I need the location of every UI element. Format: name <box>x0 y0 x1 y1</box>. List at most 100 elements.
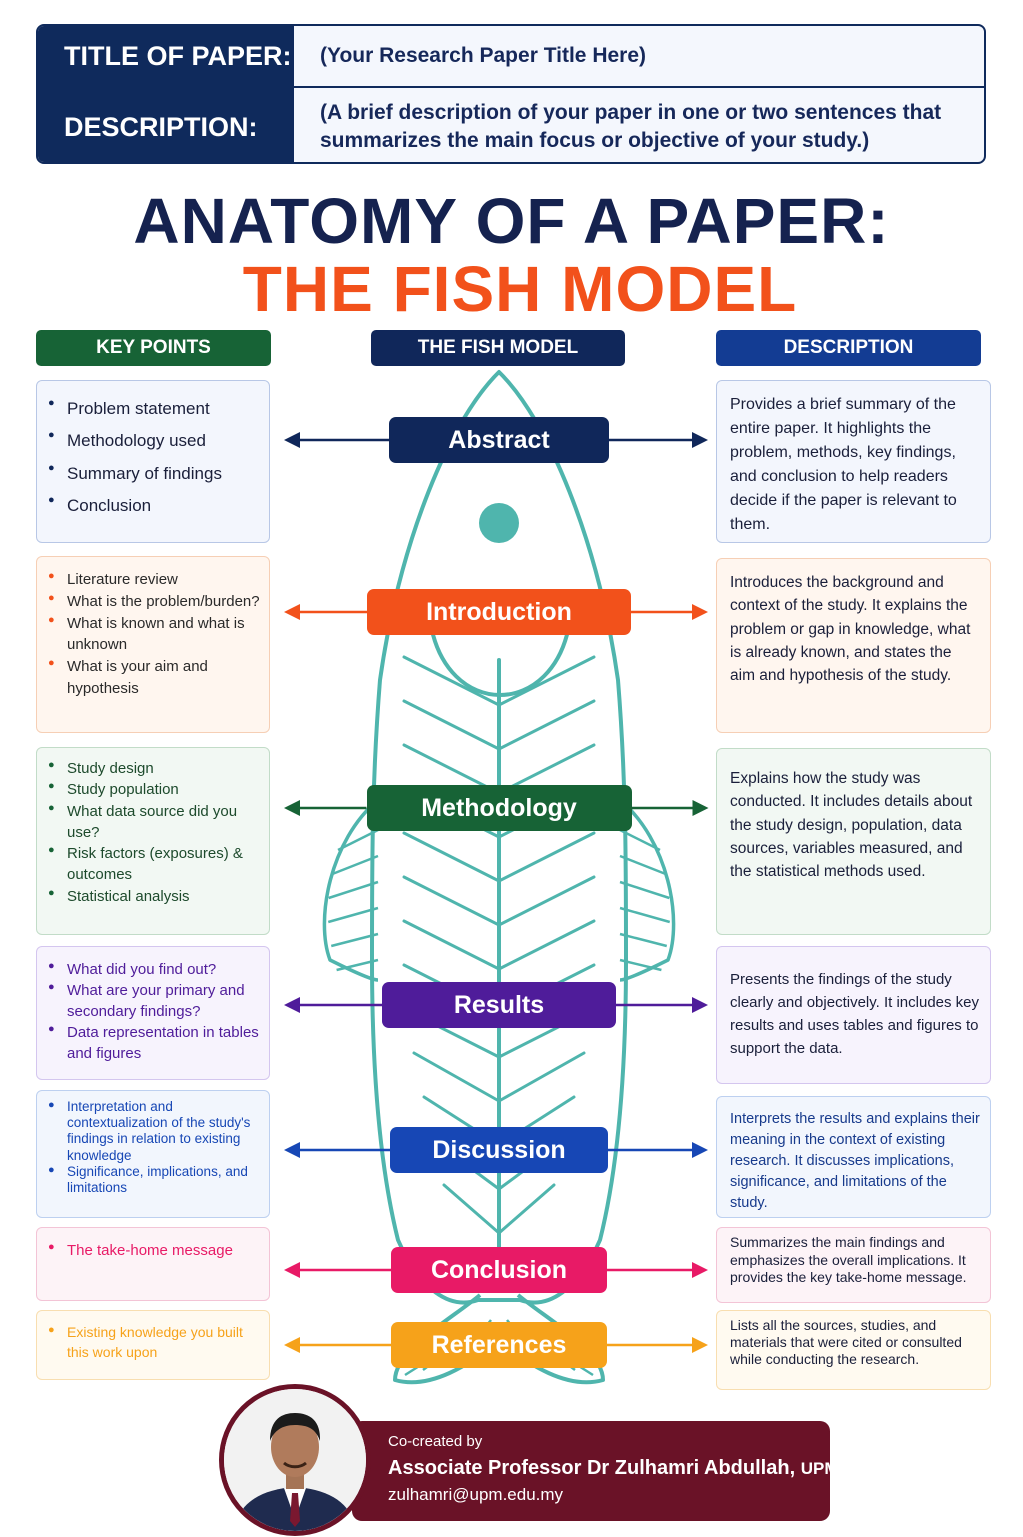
methodology-right-arrow <box>631 800 708 816</box>
fish-rib <box>497 919 596 971</box>
title-label: TITLE OF PAPER: <box>38 26 294 86</box>
fin-ray <box>619 906 671 924</box>
references-key-points-box: Existing knowledge you built this work u… <box>36 1310 270 1380</box>
discussion-right-arrow <box>608 1142 708 1158</box>
fin-ray <box>328 880 379 900</box>
introduction-left-arrow <box>284 604 367 620</box>
fish-rib <box>497 699 596 751</box>
results-left-arrow <box>284 997 382 1013</box>
key-point-item: Problem statement <box>37 393 261 425</box>
results-section-label: Results <box>382 982 616 1028</box>
introduction-right-arrow <box>631 604 708 620</box>
fin-ray <box>619 828 661 852</box>
fish-rib <box>402 655 501 707</box>
author-email[interactable]: zulhamri@upm.edu.my <box>388 1485 564 1504</box>
results-key-points-box: What did you find out?What are your prim… <box>36 946 270 1080</box>
key-point-item: Study design <box>37 758 261 779</box>
key-point-item: Significance, implications, and limitati… <box>37 1164 261 1196</box>
fish-eye <box>479 503 519 543</box>
fish-body-outline <box>370 370 628 1305</box>
results-description-text: Presents the findings of the study clear… <box>730 971 980 1057</box>
key-point-item: Interpretation and contextualization of … <box>37 1099 261 1164</box>
fin-ray <box>337 828 379 852</box>
fish-rib <box>402 699 501 751</box>
introduction-description-box: Introduces the background and context of… <box>716 558 991 733</box>
introduction-description-text: Introduces the background and context of… <box>730 574 971 684</box>
paper-header-table: TITLE OF PAPER: (Your Research Paper Tit… <box>36 24 986 164</box>
fish-rib <box>402 919 501 971</box>
fin-ray <box>619 854 667 876</box>
fish-rib <box>402 831 501 883</box>
fin-ray <box>336 958 379 972</box>
fish-rib <box>402 875 501 927</box>
fish-rib <box>442 1183 501 1235</box>
key-point-item: Existing knowledge you built this work u… <box>37 1323 261 1362</box>
right-fin <box>618 798 676 982</box>
key-point-item: The take-home message <box>37 1240 261 1261</box>
introduction-section-label: Introduction <box>367 589 631 635</box>
abstract-description-box: Provides a brief summary of the entire p… <box>716 380 991 543</box>
discussion-left-arrow <box>284 1142 390 1158</box>
fin-ray <box>619 880 670 900</box>
conclusion-right-arrow <box>607 1262 708 1278</box>
main-title: ANATOMY OF A PAPER: <box>133 185 890 257</box>
abstract-right-arrow <box>609 432 708 448</box>
key-point-item: Study population <box>37 779 261 800</box>
introduction-key-points-box: Literature reviewWhat is the problem/bur… <box>36 556 270 733</box>
author-affiliation: UPM <box>800 1459 839 1478</box>
methodology-description-text: Explains how the study was conducted. It… <box>730 770 973 880</box>
key-point-item: Summary of findings <box>37 458 261 490</box>
header-divider <box>38 86 984 88</box>
references-description-text: Lists all the sources, studies, and mate… <box>730 1317 962 1367</box>
description-value: (A brief description of your paper in on… <box>320 100 942 152</box>
fish-rib <box>497 875 596 927</box>
conclusion-description-box: Summarizes the main findings and emphasi… <box>716 1227 991 1303</box>
references-section-label: References <box>391 1322 607 1368</box>
key-point-item: What are your primary and secondary find… <box>37 980 261 1022</box>
methodology-description-box: Explains how the study was conducted. It… <box>716 748 991 935</box>
key-point-item: What is the problem/burden? <box>37 591 261 613</box>
fin-ray <box>331 854 379 876</box>
fin-ray <box>327 906 379 924</box>
key-point-item: What did you find out? <box>37 959 261 980</box>
references-description-box: Lists all the sources, studies, and mate… <box>716 1310 991 1390</box>
co-created-label: Co-created by <box>388 1433 483 1450</box>
fin-ray <box>619 958 662 972</box>
references-left-arrow <box>284 1337 391 1353</box>
description-label: DESCRIPTION: <box>38 88 294 162</box>
main-subtitle: THE FISH MODEL <box>242 253 798 325</box>
abstract-left-arrow <box>284 432 389 448</box>
key-point-item: What data source did you use? <box>37 801 261 844</box>
author-name: Associate Professor Dr Zulhamri Abdullah… <box>388 1457 796 1479</box>
author-name-line: Associate Professor Dr Zulhamri Abdullah… <box>388 1457 838 1480</box>
conclusion-left-arrow <box>284 1262 391 1278</box>
key-point-item: Data representation in tables and figure… <box>37 1022 261 1064</box>
author-photo <box>219 1384 371 1536</box>
discussion-description-text: Interprets the results and explains thei… <box>730 1111 980 1212</box>
key-point-item: Statistical analysis <box>37 886 261 907</box>
methodology-left-arrow <box>284 800 367 816</box>
key-point-item: Literature review <box>37 569 261 591</box>
methodology-section-label: Methodology <box>366 785 632 831</box>
results-right-arrow <box>616 997 708 1013</box>
key-point-item: Conclusion <box>37 490 261 522</box>
fish-rib <box>412 1051 501 1103</box>
key-point-item: What is your aim and hypothesis <box>37 656 261 700</box>
fin-ray <box>330 932 379 948</box>
discussion-key-points-box: Interpretation and contextualization of … <box>36 1090 270 1218</box>
abstract-section-label: Abstract <box>389 417 609 463</box>
title-value: (Your Research Paper Title Here) <box>320 43 647 67</box>
fish-rib <box>497 1183 556 1235</box>
key-point-item: What is known and what is unknown <box>37 613 261 657</box>
conclusion-section-label: Conclusion <box>391 1247 607 1293</box>
abstract-description-text: Provides a brief summary of the entire p… <box>730 396 957 533</box>
abstract-key-points-box: Problem statementMethodology usedSummary… <box>36 380 270 543</box>
conclusion-key-points-box: The take-home message <box>36 1227 270 1301</box>
fish-rib <box>497 831 596 883</box>
fish-rib <box>497 655 596 707</box>
references-right-arrow <box>607 1337 708 1353</box>
discussion-description-box: Interprets the results and explains thei… <box>716 1096 991 1218</box>
fish-model-header: THE FISH MODEL <box>371 330 625 366</box>
credit-banner: Co-created by Associate Professor Dr Zul… <box>352 1421 838 1521</box>
fish-rib <box>497 1051 586 1103</box>
